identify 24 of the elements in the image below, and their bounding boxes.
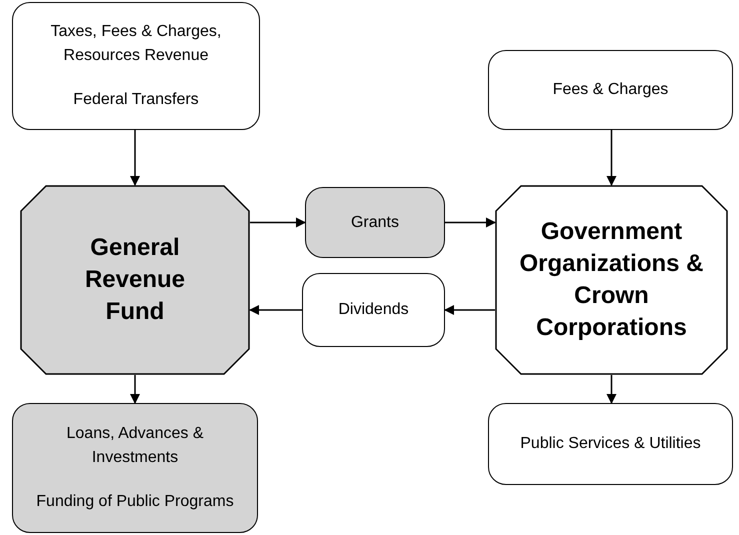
node-text: General Revenue Fund <box>84 233 186 327</box>
node-text: Loans, Advances & Investments <box>66 424 204 468</box>
arrow <box>444 305 495 315</box>
arrow <box>445 218 496 228</box>
process-box <box>302 273 445 347</box>
node-text: Grants <box>350 212 399 232</box>
node-text: Public Services & Utilities <box>520 434 701 454</box>
arrow <box>606 130 616 186</box>
arrow <box>606 375 616 404</box>
arrow <box>249 305 302 315</box>
process-box <box>12 2 260 130</box>
node-text: Fees & Charges <box>552 80 668 100</box>
process-box <box>12 403 258 533</box>
node-text: Federal Transfers <box>73 90 199 110</box>
process-box <box>488 403 733 485</box>
node-text: Taxes, Fees & Charges, Resources Revenue <box>50 22 222 66</box>
arrow <box>130 130 140 186</box>
node-text: Government Organizations & Crown Corporations <box>518 217 705 343</box>
node-text: Dividends <box>338 300 409 320</box>
arrow <box>130 375 140 404</box>
process-box <box>488 50 733 130</box>
node-text: Funding of Public Programs <box>36 492 234 512</box>
arrow <box>250 218 306 228</box>
process-box <box>305 187 445 258</box>
